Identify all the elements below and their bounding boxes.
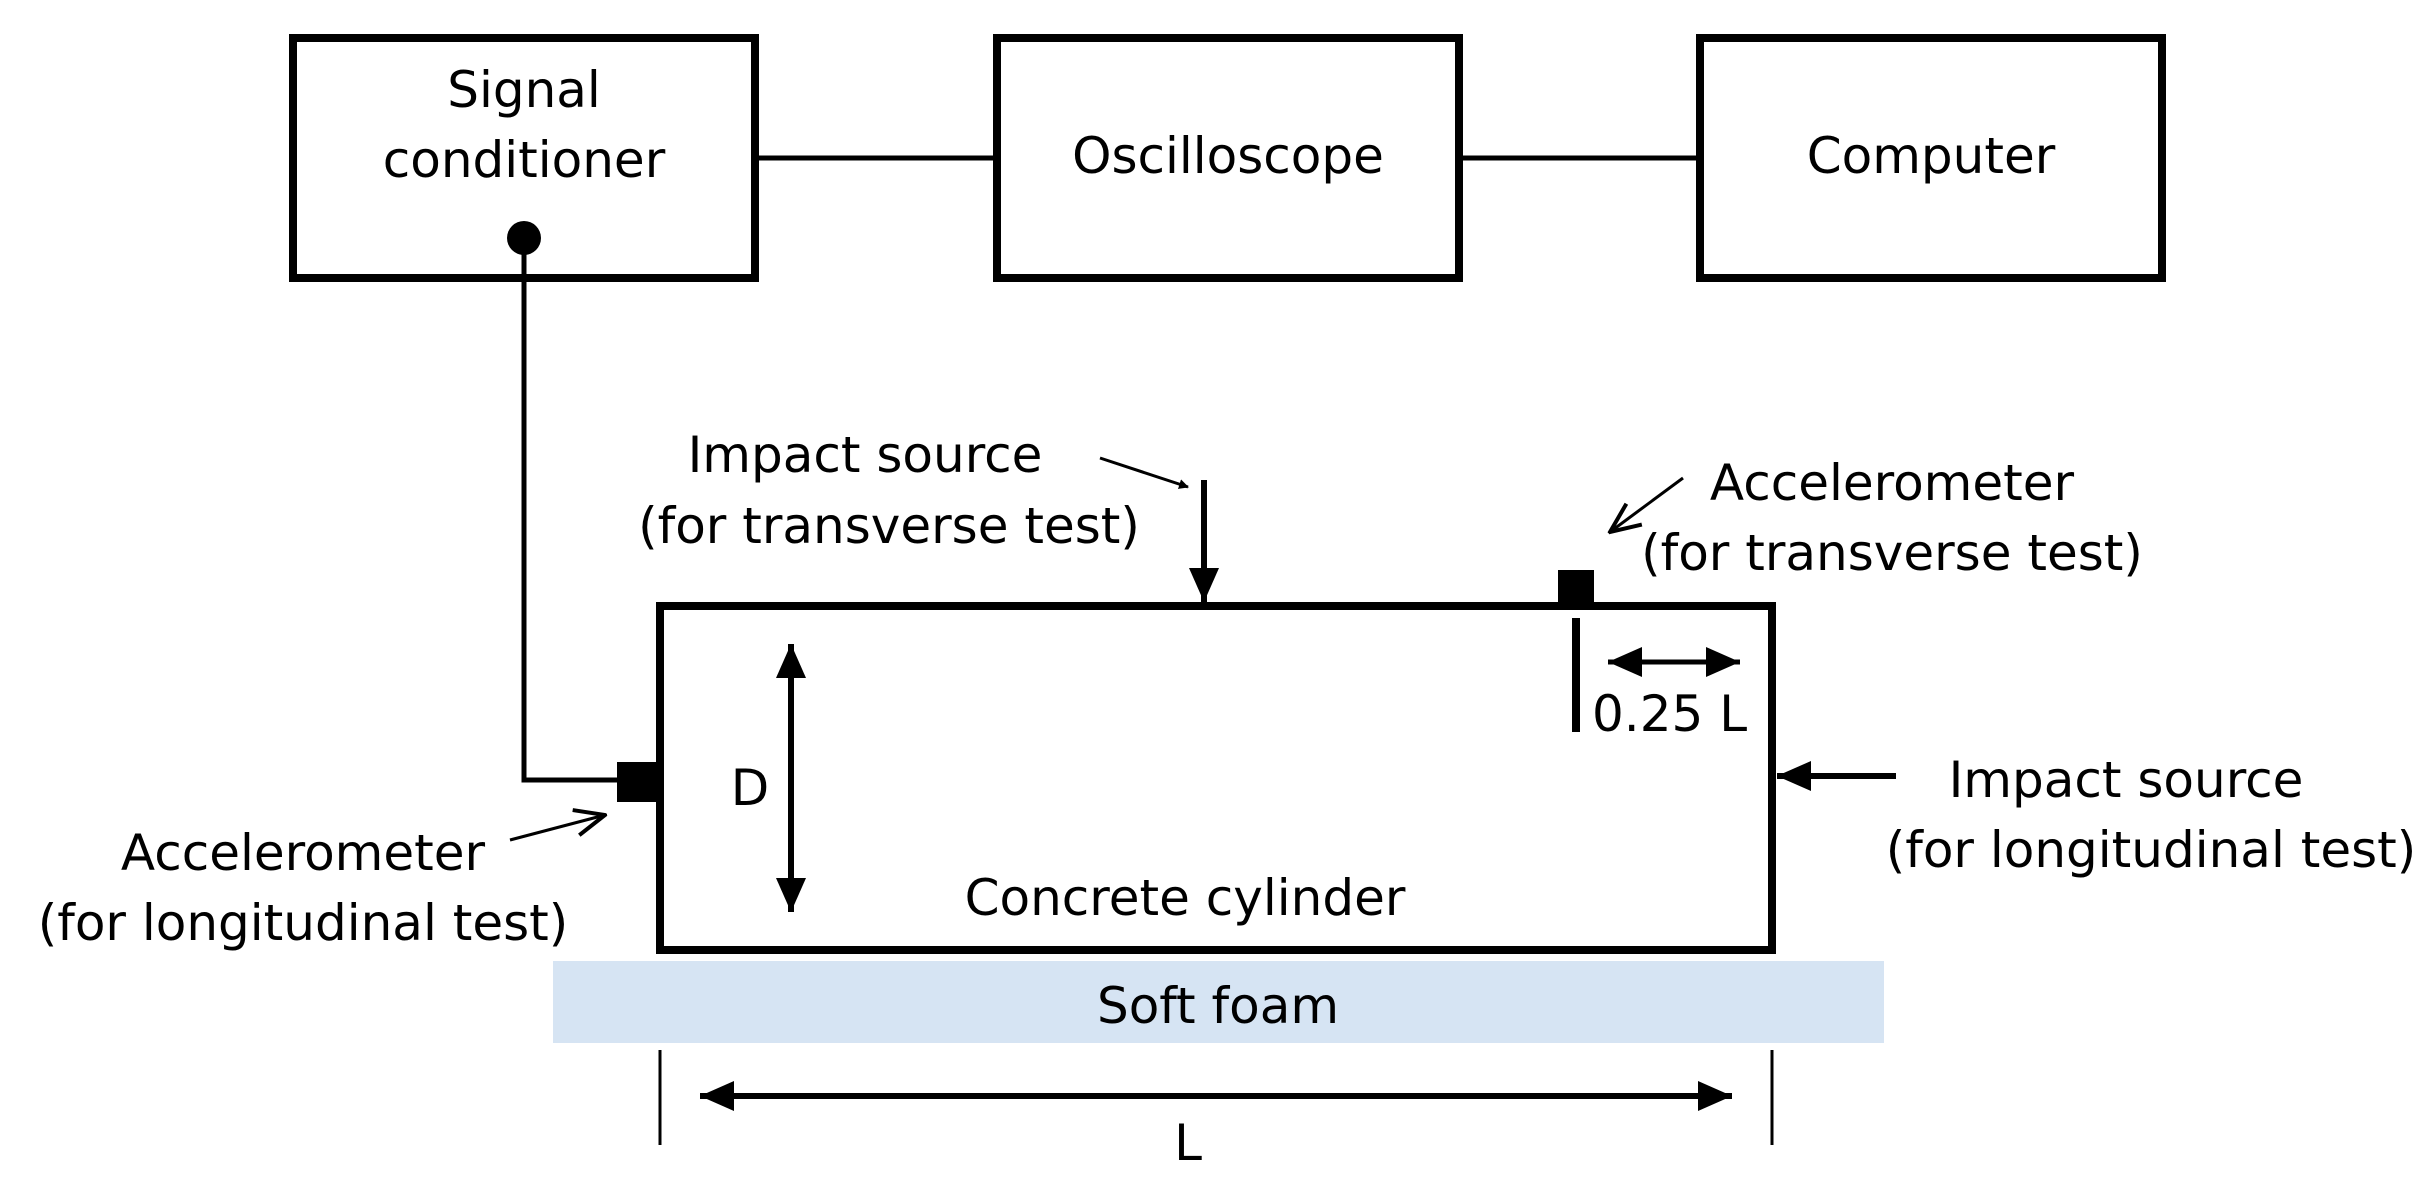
soft-foam-block <box>553 961 1884 1043</box>
computer-box: Computer <box>1696 34 2166 282</box>
accelerometer-transverse-label-line2: (for transverse test) <box>1641 524 2143 582</box>
impact-source-longitudinal: Impact source (for longitudinal test) <box>1777 751 2416 879</box>
length-dimension: L <box>658 1050 1774 1172</box>
accelerometer-longitudinal-label-line1: Accelerometer <box>121 824 486 882</box>
soft-foam-label: Soft foam <box>1097 977 1339 1035</box>
oscilloscope-label: Oscilloscope <box>1072 127 1384 185</box>
accelerometer-transverse-pointer <box>1610 476 1684 532</box>
accelerometer-longitudinal: Accelerometer (for longitudinal test) <box>38 762 657 952</box>
impact-transverse-label-line1: Impact source <box>688 426 1043 484</box>
accelerometer-longitudinal-icon <box>617 762 657 802</box>
oscilloscope-box: Oscilloscope <box>993 34 1463 282</box>
signal-conditioner-label-line1: Signal <box>447 61 601 119</box>
computer-label: Computer <box>1807 127 2056 185</box>
concrete-cylinder: Concrete cylinder <box>656 602 1776 954</box>
diameter-label: D <box>731 759 770 817</box>
accelerometer-longitudinal-pointer <box>509 815 605 842</box>
signal-conditioner-label-line2: conditioner <box>383 131 666 189</box>
accelerometer-transverse: Accelerometer (for transverse test) <box>1558 454 2143 606</box>
cable-accelerometer-conditioner <box>521 238 617 783</box>
impact-source-transverse: Impact source (for transverse test) <box>638 426 1219 602</box>
concrete-cylinder-label: Concrete cylinder <box>965 869 1406 927</box>
offset-dimension: 0.25 L <box>1572 618 1747 743</box>
offset-label: 0.25 L <box>1592 685 1747 743</box>
diameter-dimension: D <box>731 644 806 912</box>
impact-longitudinal-label-line1: Impact source <box>1949 751 2304 809</box>
impact-longitudinal-label-line2: (for longitudinal test) <box>1886 821 2417 879</box>
impact-transverse-label-line2: (for transverse test) <box>638 497 1140 555</box>
length-label: L <box>1174 1114 1202 1172</box>
accelerometer-longitudinal-label-line2: (for longitudinal test) <box>38 894 569 952</box>
accelerometer-transverse-label-line1: Accelerometer <box>1710 454 2075 512</box>
impact-transverse-pointer <box>1099 456 1189 489</box>
soft-foam-support: Soft foam <box>553 961 1884 1043</box>
accelerometer-transverse-icon <box>1558 570 1594 606</box>
